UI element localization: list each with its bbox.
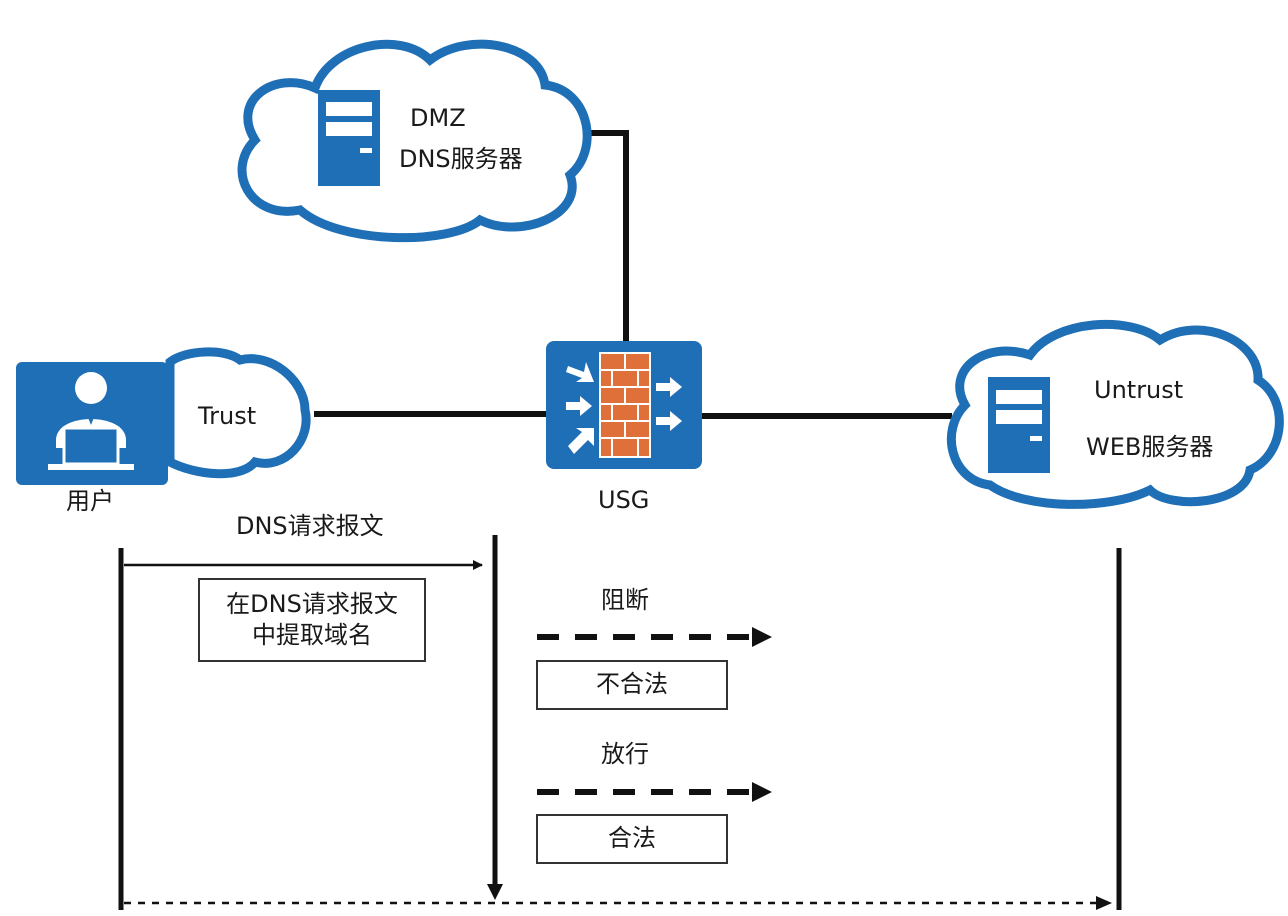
block-arrowhead: [752, 627, 772, 647]
extract-note-line2: 中提取域名: [252, 621, 372, 649]
untrust-label: Untrust: [1094, 376, 1184, 404]
web-server-label: WEB服务器: [1086, 433, 1214, 461]
usg-label: USG: [598, 486, 650, 514]
dns-server-label: DNS服务器: [399, 145, 523, 173]
dmz-label: DMZ: [410, 104, 466, 132]
trust-label: Trust: [198, 402, 257, 430]
link-dmz-usg: [590, 130, 629, 342]
forward-to-web-arrowhead: [1096, 896, 1112, 910]
trust-cloud: [165, 347, 311, 479]
extract-note-line1: 在DNS请求报文: [226, 589, 398, 618]
lifelines: [118, 535, 1122, 910]
allow-arrowhead: [752, 782, 772, 802]
server-icon: [988, 377, 1050, 473]
network-links: [314, 130, 952, 419]
dns-request-label: DNS请求报文: [236, 512, 384, 540]
illegal-box: 不合法: [536, 660, 728, 710]
server-icon: [318, 90, 380, 186]
allow-label: 放行: [601, 740, 649, 768]
block-label: 阻断: [601, 586, 649, 614]
user-at-laptop-icon: [16, 362, 168, 485]
usg-lifeline-arrowhead: [487, 884, 503, 900]
user-label: 用户: [66, 487, 114, 515]
legal-box: 合法: [536, 814, 728, 864]
extract-domain-note: 在DNS请求报文 中提取域名: [198, 578, 426, 662]
dmz-cloud: [237, 39, 592, 243]
firewall-icon: [546, 341, 702, 469]
